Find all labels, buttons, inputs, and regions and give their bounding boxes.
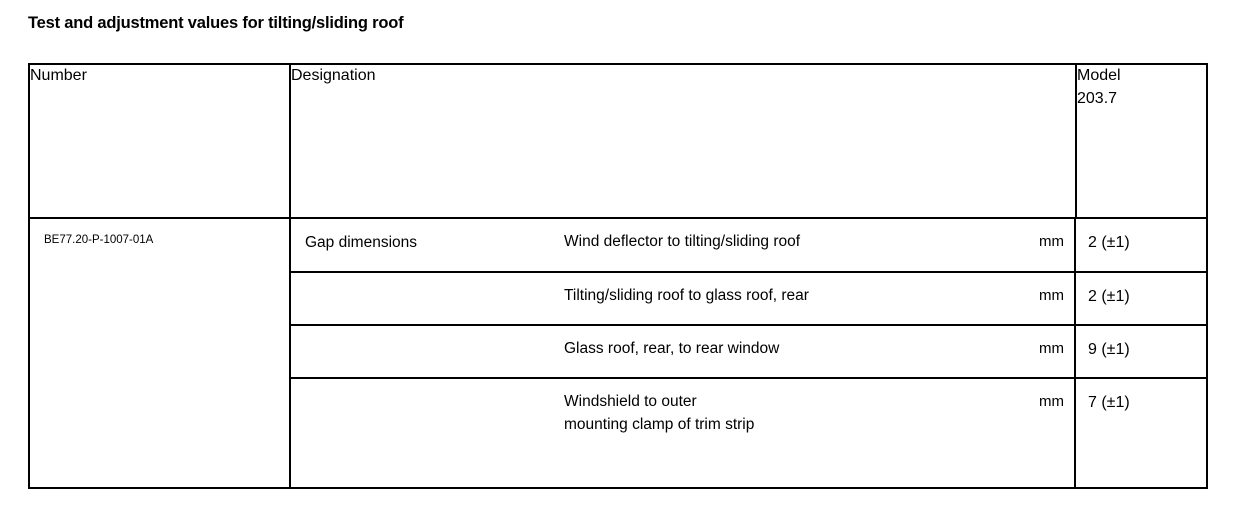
page-title: Test and adjustment values for tilting/s… [28, 14, 404, 32]
measurements-table: Gap dimensions Wind deflector to tilting… [291, 219, 1206, 487]
measurement-description-4: Windshield to outer mounting clamp of tr… [291, 379, 1009, 437]
measurement-unit-cell-4: mm [1009, 377, 1075, 487]
measurement-description-4-line2: mounting clamp of trim strip [564, 415, 755, 433]
designation-label-cell: Gap dimensions [291, 219, 552, 254]
measurement-description-cell-3: Glass roof, rear, to rear window [291, 324, 1009, 378]
column-header-designation: Designation [290, 63, 1077, 218]
specification-table: Number Designation Model 203.7 BE77.20-P… [28, 63, 1208, 489]
measurement-unit-3: mm [1039, 340, 1064, 357]
designation-group-cell: Gap dimensions Wind deflector to tilting… [291, 219, 1009, 272]
column-header-designation-label: Designation [291, 67, 376, 84]
measurement-description-cell-4: Windshield to outer mounting clamp of tr… [291, 377, 1009, 487]
measurement-description-1: Wind deflector to tilting/sliding roof [552, 219, 1009, 254]
measurement-unit-2: mm [1039, 287, 1064, 304]
measurement-value-3: 9 (±1) [1088, 341, 1130, 358]
measurement-unit-1: mm [1039, 233, 1064, 250]
measurement-value-4: 7 (±1) [1088, 394, 1130, 411]
measurement-unit-4: mm [1039, 393, 1064, 410]
measurement-value-2: 2 (±1) [1088, 288, 1130, 305]
cell-document-number: BE77.20-P-1007-01A [28, 217, 291, 489]
measurement-unit-cell-3: mm [1009, 324, 1075, 378]
cell-designation-and-measurements: Gap dimensions Wind deflector to tilting… [290, 217, 1208, 489]
measurement-description-2-line1: Tilting/sliding roof to glass roof, rear [564, 287, 809, 304]
measurement-description-cell-2: Tilting/sliding roof to glass roof, rear [291, 271, 1009, 325]
document-number-text: BE77.20-P-1007-01A [44, 234, 154, 246]
measurement-description-3-line1: Glass roof, rear, to rear window [564, 340, 780, 357]
table-header-row: Number Designation Model 203.7 [28, 63, 1208, 218]
column-header-number-label: Number [30, 67, 87, 84]
column-header-model-line1: Model [1077, 67, 1121, 84]
measurement-value-cell-4: 7 (±1) [1074, 377, 1206, 487]
measurement-unit-cell-1: mm [1009, 219, 1075, 272]
measurement-description-2: Tilting/sliding roof to glass roof, rear [291, 273, 1009, 308]
measurement-value-cell-2: 2 (±1) [1074, 271, 1206, 325]
measurement-value-cell-1: 2 (±1) [1074, 219, 1206, 272]
measurement-value-1: 2 (±1) [1088, 234, 1130, 251]
measurement-row: Glass roof, rear, to rear window mm 9 (±… [291, 324, 1206, 378]
measurement-description-4-line1: Windshield to outer [564, 393, 697, 410]
designation-text: Gap dimensions [305, 234, 418, 251]
measurement-description-1-line1: Wind deflector to tilting/sliding roof [564, 233, 801, 250]
measurement-description-3: Glass roof, rear, to rear window [291, 326, 1009, 361]
measurement-row: Windshield to outer mounting clamp of tr… [291, 377, 1206, 487]
column-header-number: Number [28, 63, 291, 218]
measurement-unit-cell-2: mm [1009, 271, 1075, 325]
measurement-row: Tilting/sliding roof to glass roof, rear… [291, 271, 1206, 325]
measurement-description-cell-1: Wind deflector to tilting/sliding roof [552, 219, 1009, 254]
measurement-row: Gap dimensions Wind deflector to tilting… [291, 219, 1206, 272]
measurement-value-cell-3: 9 (±1) [1074, 324, 1206, 378]
table-row: BE77.20-P-1007-01A [28, 217, 1208, 489]
column-header-model-line2: 203.7 [1077, 89, 1118, 107]
column-header-model: Model 203.7 [1076, 63, 1208, 218]
designation-split: Gap dimensions Wind deflector to tilting… [291, 219, 1009, 254]
